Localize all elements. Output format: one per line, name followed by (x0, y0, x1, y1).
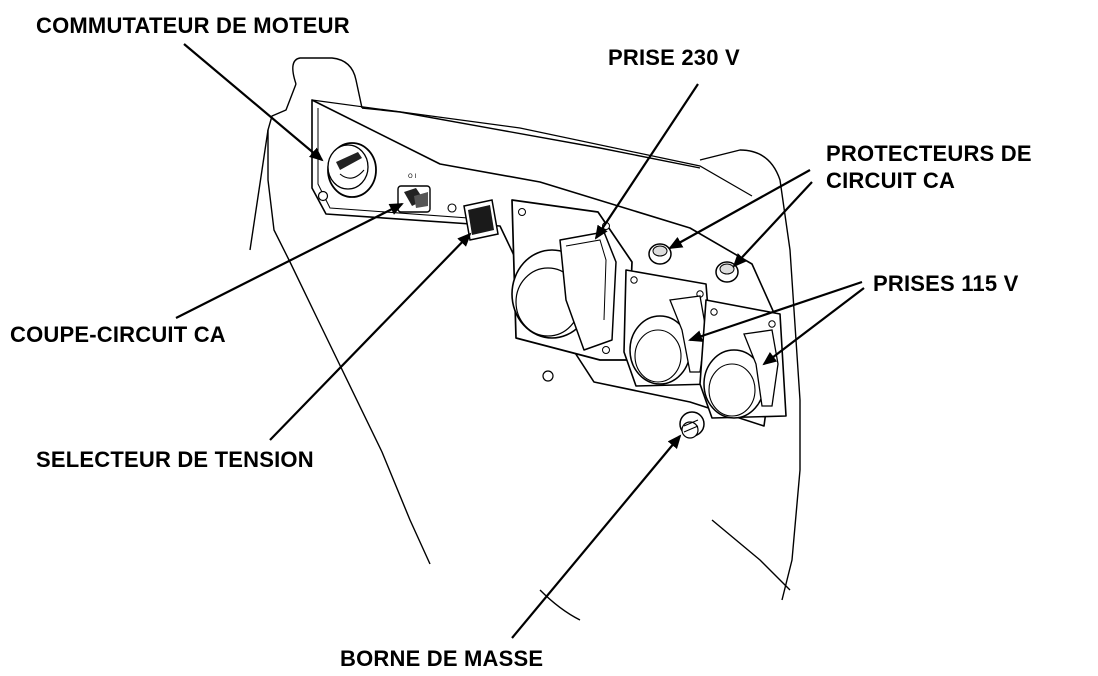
ac-circuit-breaker: O I (397, 173, 431, 213)
ac-circuit-protector (715, 261, 739, 283)
engine-switch-knob (327, 142, 377, 198)
label-socket-230v: PRISE 230 V (608, 45, 740, 70)
arrow-socket-115v-1 (688, 280, 863, 342)
leader-arrows (175, 43, 865, 639)
label-circuit-protectors: PROTECTEURS DE CIRCUIT CA (826, 141, 1032, 193)
arrow-voltage-selector (269, 232, 472, 441)
arrow-socket-115v-2 (762, 287, 865, 366)
arrow-ground-terminal (511, 434, 682, 639)
socket-115v (699, 299, 787, 419)
socket-115v (623, 269, 715, 387)
arrow-protector-2 (732, 181, 813, 268)
label-circuit-breaker: COUPE-CIRCUIT CA (10, 322, 226, 347)
arrow-circuit-breaker (175, 203, 404, 319)
panel-screw (317, 190, 329, 202)
label-engine-switch: COMMUTATEUR DE MOTEUR (36, 13, 350, 38)
socket-230v (511, 199, 633, 361)
ground-terminal (679, 411, 705, 439)
generator-housing (249, 57, 801, 621)
arrow-protector-1 (668, 169, 811, 249)
ac-circuit-protector (648, 243, 672, 265)
svg-text:O I: O I (408, 173, 417, 180)
label-ground-terminal: BORNE DE MASSE (340, 646, 544, 671)
label-voltage-selector: SELECTEUR DE TENSION (36, 447, 314, 472)
arrow-engine-switch (183, 43, 324, 162)
label-sockets-115v: PRISES 115 V (873, 271, 1019, 296)
voltage-selector-switch (447, 199, 499, 241)
panel-screw (542, 370, 554, 382)
arrow-socket-230v (594, 83, 699, 240)
